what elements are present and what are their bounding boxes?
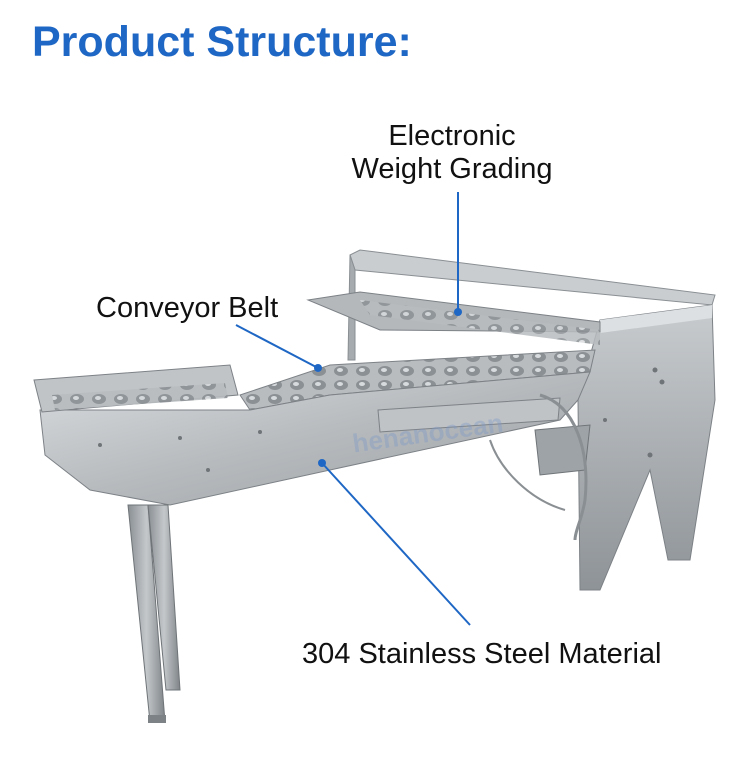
- label-stainless-steel-material: 304 Stainless Steel Material: [302, 638, 662, 670]
- label-electronic-weight-grading: Electronic Weight Grading: [338, 120, 566, 186]
- page-title: Product Structure:: [32, 18, 412, 66]
- label-weight-line2: Weight Grading: [351, 153, 553, 185]
- label-weight-line1: Electronic: [388, 120, 516, 152]
- leader-conveyor-belt: [235, 324, 319, 369]
- leader-conveyor-belt-dot: [314, 364, 322, 372]
- support-legs: [127, 504, 181, 723]
- leader-weight-grading-dot: [454, 308, 462, 316]
- leader-steel-material-dot: [318, 459, 326, 467]
- label-conveyor-belt: Conveyor Belt: [96, 292, 279, 324]
- leader-lines: [235, 192, 471, 626]
- leader-steel-material: [321, 462, 471, 626]
- conveyor-body: [33, 349, 596, 541]
